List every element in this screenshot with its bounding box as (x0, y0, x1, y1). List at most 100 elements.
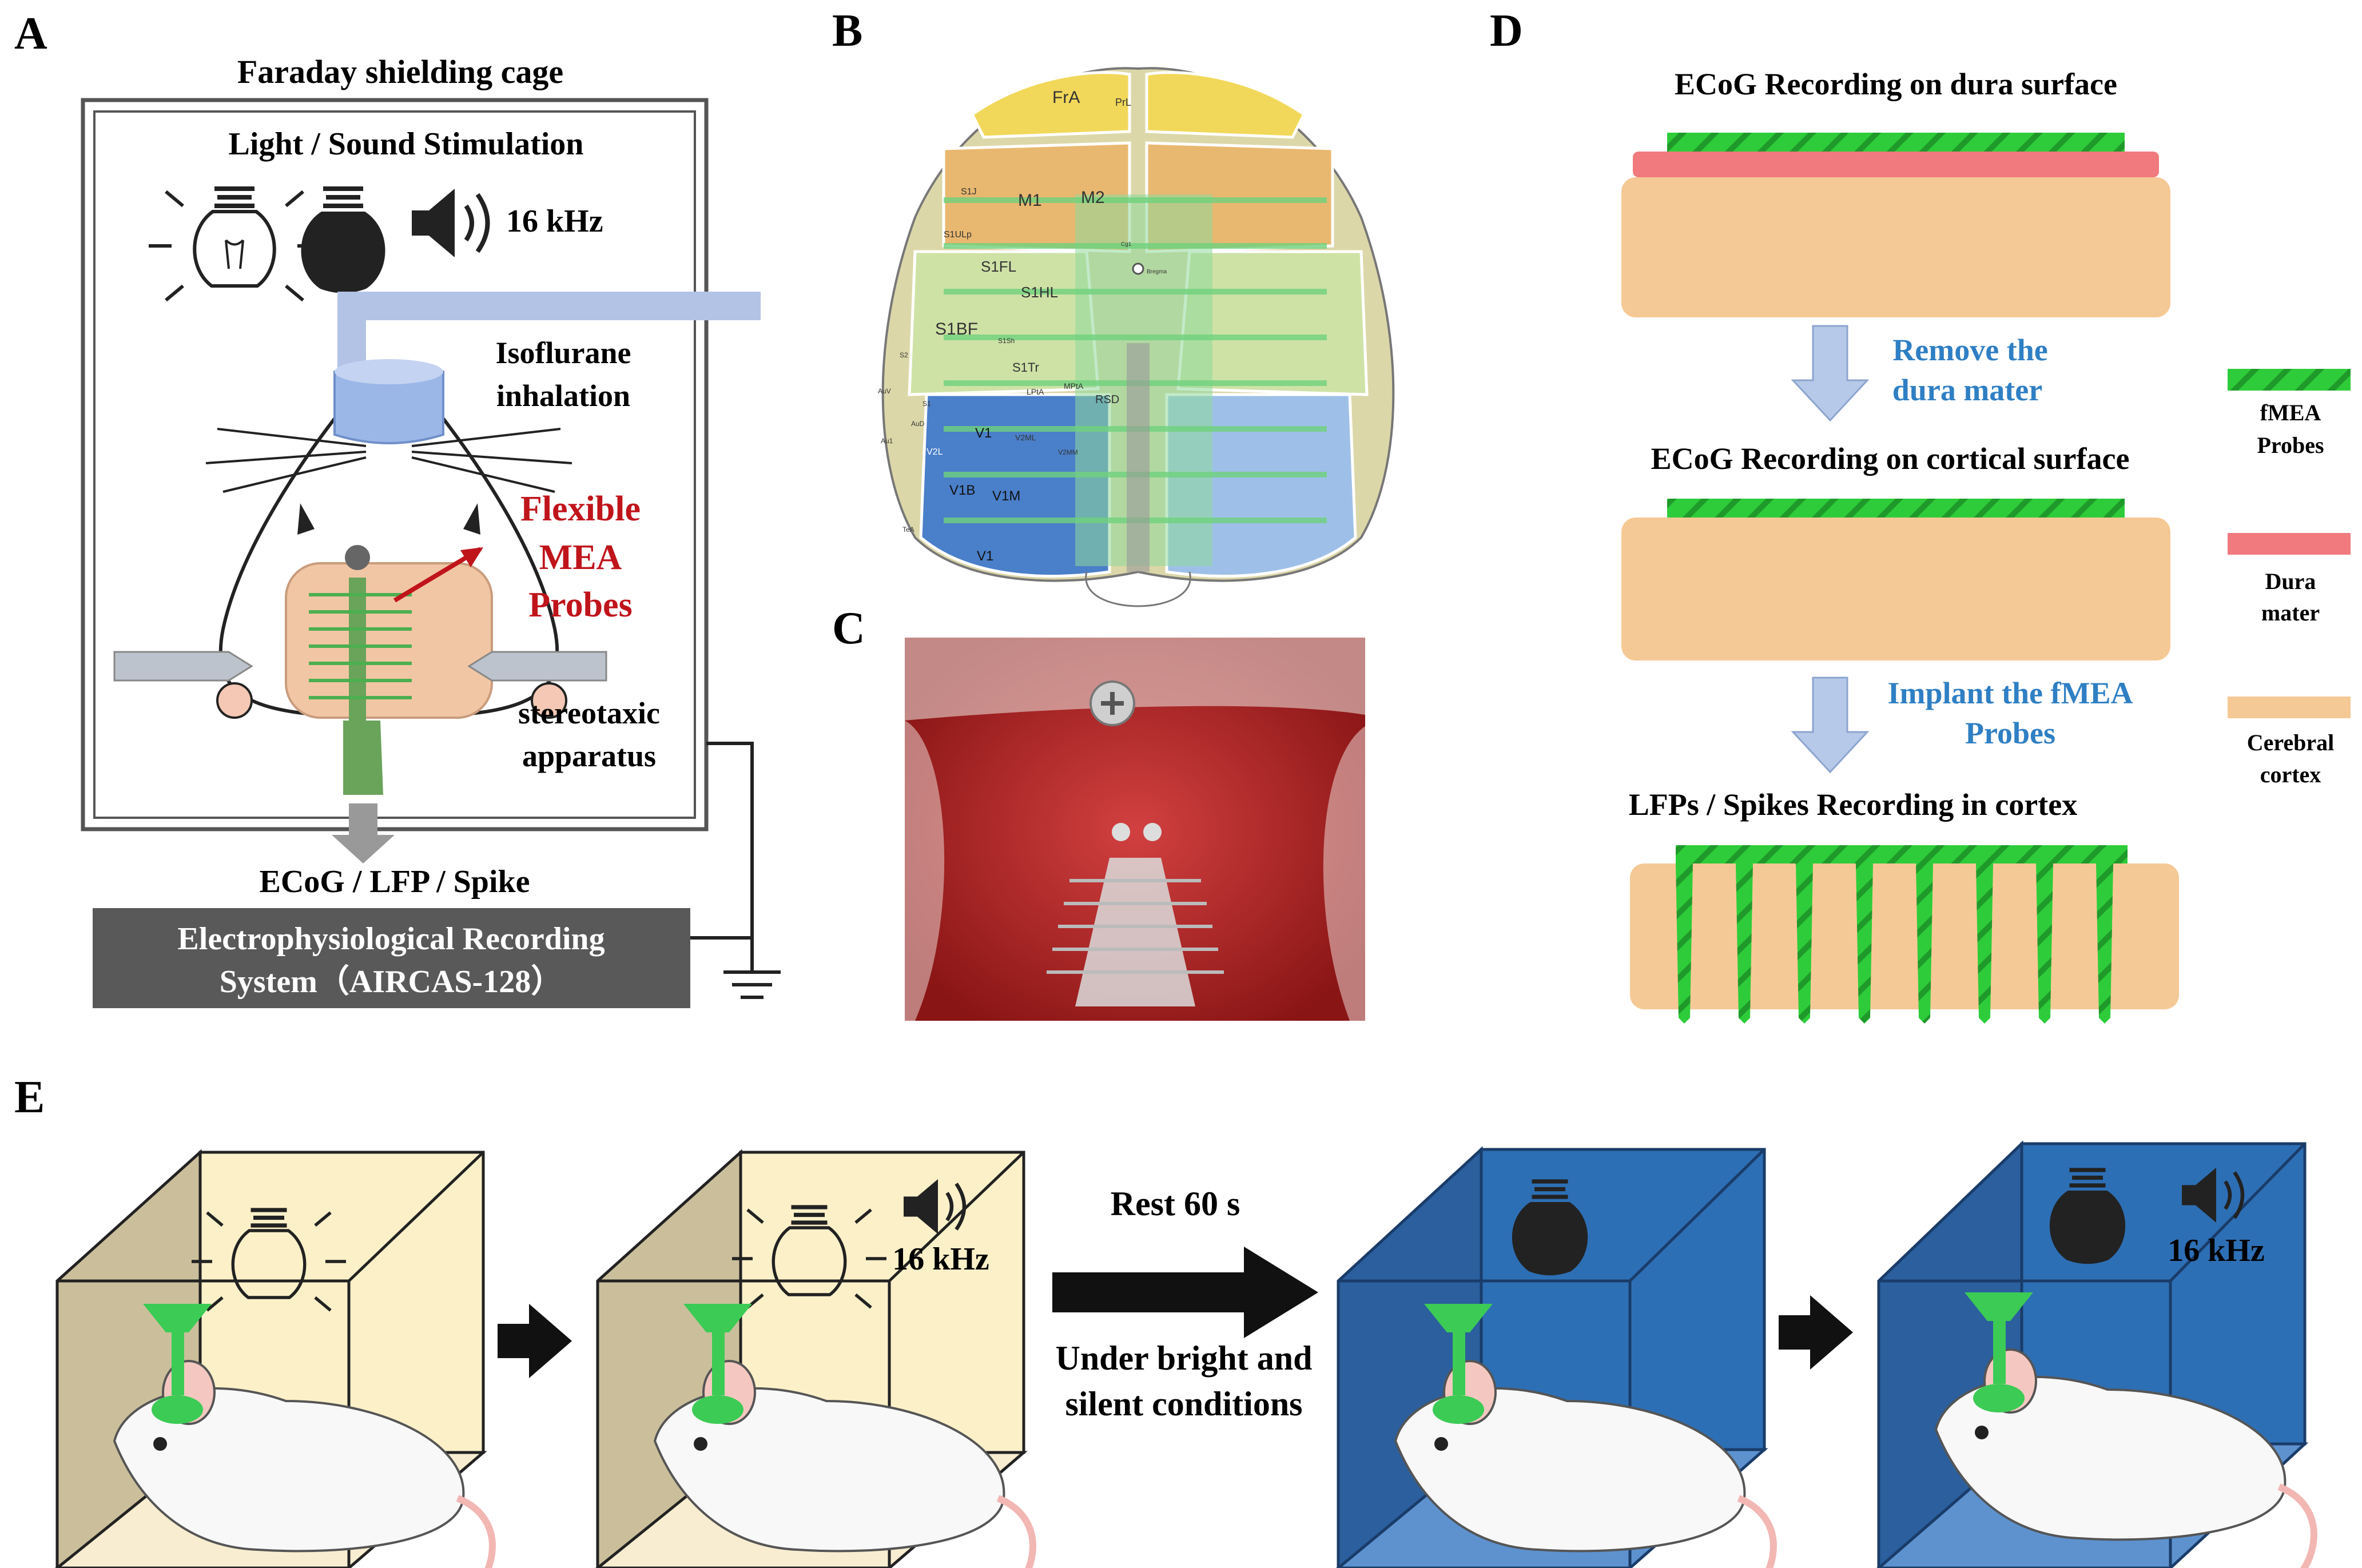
step-arrow-1 (1791, 325, 1870, 422)
ear-bar-left (113, 651, 253, 682)
region-label: V1B (949, 483, 975, 498)
region-label: S1FL (981, 258, 1016, 275)
region-label: M1 (1018, 191, 1042, 210)
surgery-photo (905, 638, 1365, 1021)
panel-label-a: A (14, 9, 47, 59)
region-label: LPtA (1027, 387, 1044, 396)
legend-swatch-dura (2228, 533, 2351, 555)
legend: fMEA Probes Dura mater Cerebral cortex (2228, 369, 2351, 787)
skull-screw (345, 545, 370, 570)
probe-on-dura (1667, 133, 2125, 152)
cage-title: Faraday shielding cage (237, 53, 563, 90)
region-label: S1HL (1021, 284, 1058, 301)
legend-swatch-cortex (2228, 697, 2351, 718)
region-label: AuD (911, 420, 925, 428)
region-label: S1BF (935, 320, 978, 339)
region-label: S1ULp (944, 230, 972, 240)
stim-frequency: 16 kHz (506, 204, 603, 239)
flex-mea-label-3: Probes (528, 586, 632, 624)
recording-system-line-2: System（AIRCAS-128） (220, 964, 563, 1000)
light-bulb-off-icon (2049, 1168, 2126, 1264)
flex-mea-label-1: Flexible (520, 489, 641, 528)
legend-label-probe-2: Probes (2257, 432, 2324, 458)
region-label: Cg1 (1121, 241, 1132, 248)
signal-arrow (332, 803, 395, 863)
bregma-marker (1132, 262, 1144, 275)
light-bulb-on-icon (731, 1205, 887, 1309)
recording-system-box (93, 908, 690, 1008)
probe-in-photo (1075, 858, 1195, 1006)
region-label: V1 (977, 548, 993, 564)
stereotaxic-label-2: apparatus (522, 739, 656, 773)
region-label: AuV (878, 387, 891, 395)
step-arrow-1-label-2: dura mater (1892, 373, 2042, 407)
light-bulb-off-icon (1512, 1179, 1588, 1276)
step-2-title: ECoG Recording on cortical surface (1651, 441, 2130, 476)
sequence-arrow-2 (1779, 1295, 1853, 1370)
region-label: V2L (926, 447, 943, 457)
ground-icon (690, 742, 781, 999)
region-label: RSD (1095, 393, 1119, 406)
cortex-block-2 (1621, 518, 2170, 660)
region-label: V1M (992, 488, 1020, 504)
recording-system-line-1: Electrophysiological Recording (177, 921, 605, 957)
region-label: M2 (1081, 188, 1105, 207)
probe-cable (343, 721, 383, 795)
step-arrow-1-label-1: Remove the (1892, 333, 2047, 367)
region-label: Au1 (881, 437, 893, 445)
step-arrow-2-label-2: Probes (1965, 716, 2055, 750)
faraday-cage (81, 98, 709, 831)
region-label: MPtA (1064, 381, 1084, 391)
panel-label-c: C (832, 603, 865, 654)
light-bulb-on-icon (149, 186, 320, 302)
region-label: S1Sh (998, 337, 1015, 345)
region-label: Bregma (1147, 269, 1167, 275)
probe-shanks (1676, 863, 2113, 1024)
rest-label: Rest 60 s (1111, 1185, 1240, 1223)
panel-label-e: E (14, 1072, 45, 1123)
panel-e: E (14, 1072, 2317, 1568)
panel-a: A Faraday shielding cage Light / Sound S… (14, 9, 781, 1008)
condition-line-2: silent conditions (1065, 1385, 1302, 1423)
speaker-icon (412, 189, 490, 257)
isoflurane-label-2: inhalation (496, 379, 630, 413)
region-label: V2ML (1015, 433, 1036, 442)
region-label: S1J (961, 187, 977, 197)
region-label: PrL (1115, 97, 1131, 108)
step-arrow-2 (1791, 676, 1870, 774)
panel-b: B (832, 6, 1395, 607)
sequence-arrow-1 (498, 1304, 572, 1378)
chamber-2-frequency: 16 kHz (892, 1241, 989, 1277)
ear-bar-right (467, 651, 607, 682)
probe-implanted (1676, 845, 2128, 863)
chamber-4-frequency: 16 kHz (2168, 1233, 2265, 1268)
rat-with-probe (1934, 1292, 2317, 1568)
step-arrow-2-label-1: Implant the fMEA (1888, 676, 2133, 710)
stereotaxic-label-1: stereotaxic (518, 696, 660, 730)
light-bulb-off-icon (301, 186, 385, 293)
region-label: V1 (975, 425, 992, 441)
panel-label-b: B (832, 6, 862, 56)
region-label: S2 (900, 351, 908, 359)
legend-label-cortex-2: cortex (2260, 762, 2321, 787)
rest-arrow (1052, 1247, 1318, 1338)
legend-label-probe-1: fMEA (2260, 400, 2321, 425)
cranial-window (285, 562, 493, 719)
rat-with-probe (653, 1304, 1036, 1568)
region-label: V2MM (1058, 448, 1078, 456)
rat-with-probe (1394, 1304, 1777, 1568)
speaker-icon (2182, 1168, 2245, 1223)
panel-c: C (832, 603, 1365, 1021)
signal-types: ECoG / LFP / Spike (260, 864, 530, 900)
flex-mea-label-2: MEA (539, 538, 622, 577)
panel-label-d: D (1490, 6, 1523, 56)
region-label: S1Tr (1012, 360, 1039, 375)
stim-title: Light / Sound Stimulation (229, 126, 584, 162)
step-1-title: ECoG Recording on dura surface (1675, 67, 2117, 101)
cortex-map: FrA PrL M1 M2 S1J S1ULp S1FL S1HL S1BF S… (878, 67, 1395, 607)
isoflurane-label-1: Isoflurane (495, 336, 631, 370)
panel-d: D ECoG Recording on dura surface Remove … (1490, 6, 2351, 1024)
legend-label-cortex-1: Cerebral (2247, 730, 2335, 755)
legend-label-dura-1: Dura (2265, 568, 2316, 594)
region-label: FrA (1052, 88, 1080, 107)
